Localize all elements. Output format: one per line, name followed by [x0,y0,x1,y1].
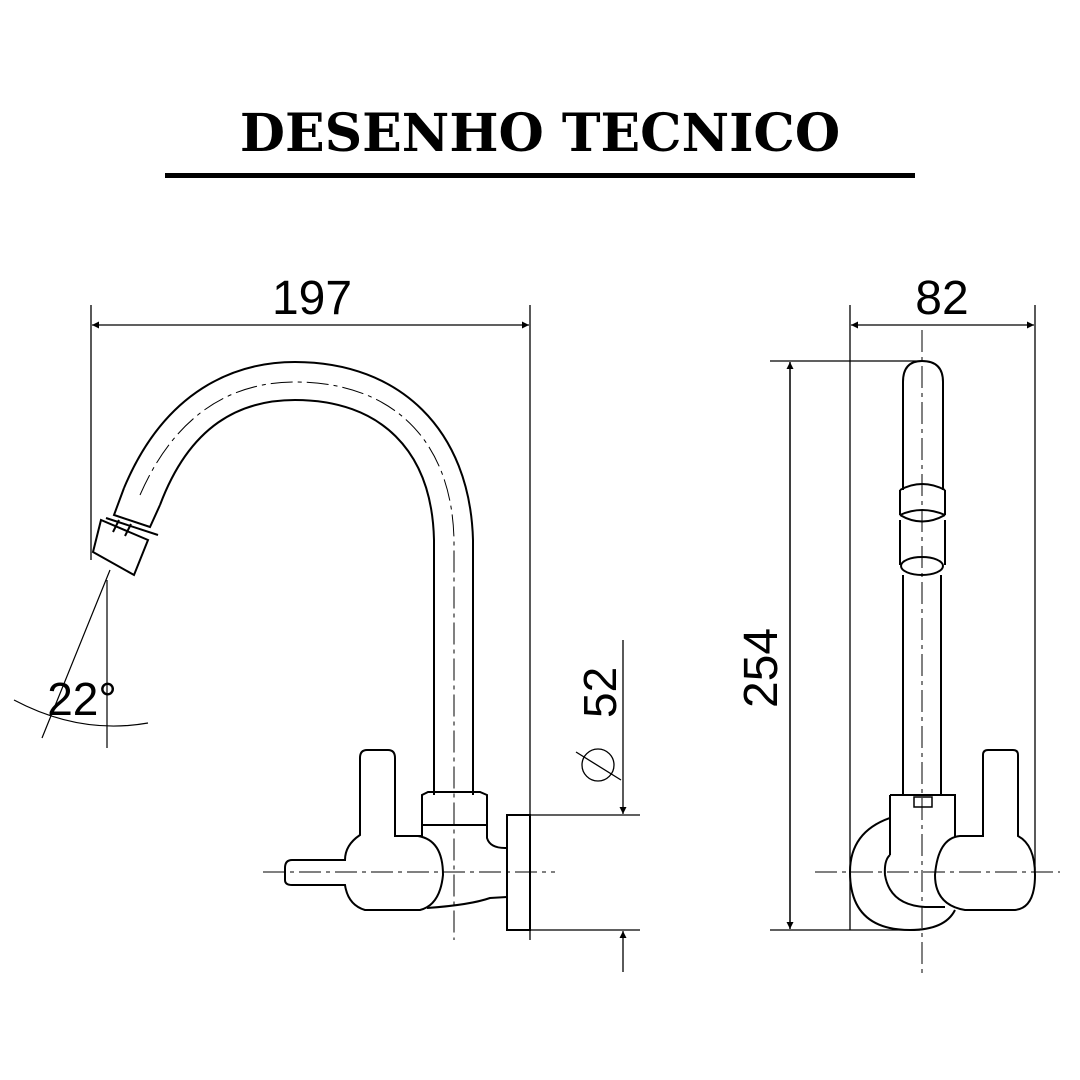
angle-dimension [13,569,149,748]
title-underline [165,173,915,178]
side-view: 197 22° [13,272,640,972]
dimension-label-angle: 22° [47,673,117,725]
dimension-label-254: 254 [735,628,788,708]
front-view: 82 254 [735,272,1060,975]
dimension-82 [849,305,1036,930]
dimension-label-197: 197 [272,272,352,325]
dimension-254 [770,360,922,931]
dimension-diameter-52 [575,640,627,972]
page-title: DESENHO TECNICO [239,103,841,164]
dimension-label-82: 82 [915,272,968,325]
dimension-label-diameter: 52 [574,667,626,718]
